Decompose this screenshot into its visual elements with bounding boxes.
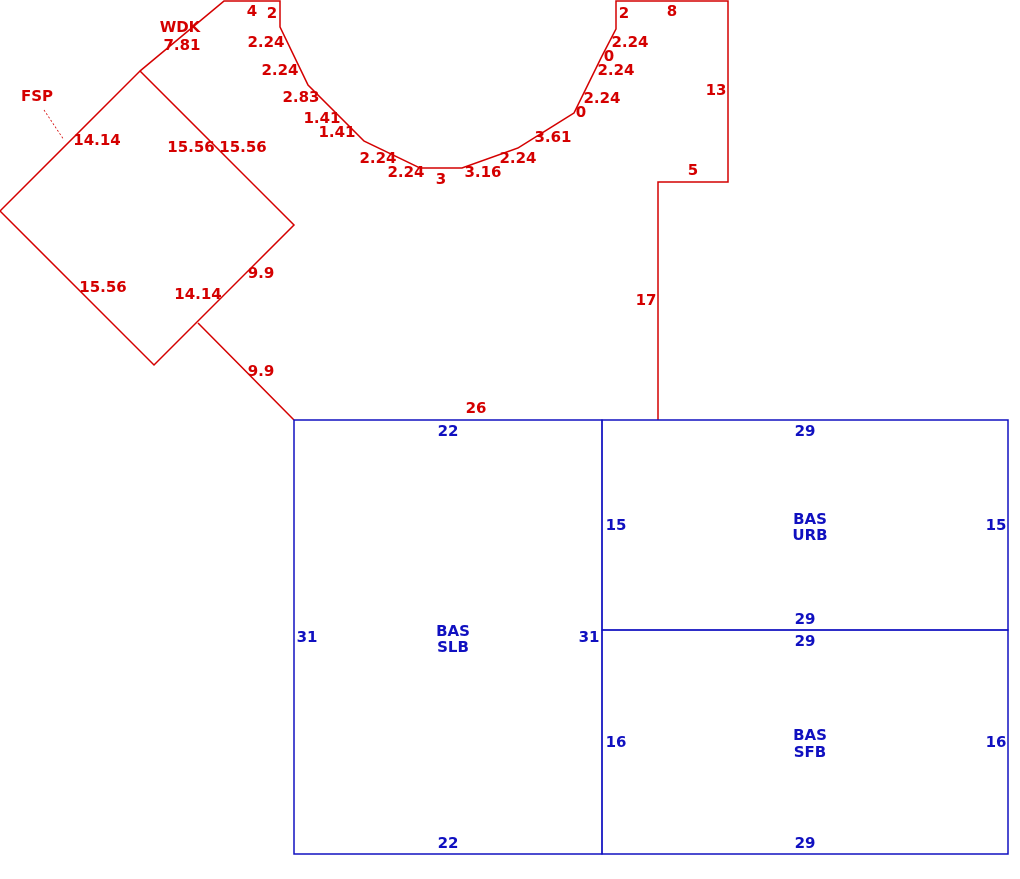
- fsp-outline: [0, 69, 296, 367]
- addition-dimension-labels: 4 2 2 8 13 5 17 26 2.24 2.24 2.83 1.41 1…: [73, 2, 726, 417]
- dim-label: 29: [795, 834, 816, 852]
- dim-label: 13: [706, 81, 727, 99]
- bas-sfb-label-line2: SFB: [794, 743, 826, 761]
- dim-label: 2.83: [282, 88, 319, 106]
- dim-label: 1.41: [318, 123, 355, 141]
- dim-label: 29: [795, 422, 816, 440]
- dim-label: 14.14: [174, 285, 221, 303]
- dim-label: 16: [986, 733, 1007, 751]
- dim-label: 2.24: [583, 89, 620, 107]
- addition-outlines: [0, 0, 729, 421]
- dim-label: 15.56: [167, 138, 214, 156]
- main-dimension-labels: 22 22 31 31 29 29 15 15 29 29 16 16: [297, 422, 1007, 852]
- dim-label: 0: [576, 103, 586, 121]
- bas-urb-label-line2: URB: [792, 526, 827, 544]
- dim-label: 1.41: [303, 109, 340, 127]
- bas-slb-label-line1: BAS: [436, 622, 470, 640]
- dim-label: 2.24: [247, 33, 284, 51]
- main-structure-outlines: [293, 419, 1009, 855]
- dim-label: 8: [667, 2, 677, 20]
- dim-label: 2.24: [387, 163, 424, 181]
- dim-label: 14.14: [73, 131, 120, 149]
- dim-label: 15.56: [219, 138, 266, 156]
- dim-label: 2.24: [499, 149, 536, 167]
- dim-label: 16: [606, 733, 627, 751]
- bas-sfb-outline: [601, 629, 1009, 855]
- area-labels: WDK 7.81 FSP BAS SLB BAS URB BAS SFB: [21, 18, 828, 761]
- dim-label: 29: [795, 632, 816, 650]
- dim-label: 2.24: [359, 149, 396, 167]
- dim-label: 31: [297, 628, 318, 646]
- fsp-leader-line: [43, 109, 65, 141]
- dim-label: 2.24: [261, 61, 298, 79]
- dim-label: 3.61: [534, 128, 571, 146]
- dim-label: 3.16: [464, 163, 501, 181]
- dim-label: 4: [247, 2, 257, 20]
- dim-label: 0: [604, 47, 614, 65]
- dim-label: 2: [619, 4, 629, 22]
- dim-label: 2.24: [597, 61, 634, 79]
- dim-label: 9.9: [248, 264, 275, 282]
- fsp-code-label: FSP: [21, 87, 53, 105]
- dim-label: 15: [986, 516, 1007, 534]
- dim-label: 5: [688, 161, 698, 179]
- dim-label: 29: [795, 610, 816, 628]
- dim-label: 2: [267, 4, 277, 22]
- wdk-area-value: 7.81: [163, 36, 200, 54]
- dim-label: 15.56: [79, 278, 126, 296]
- dim-label: 3: [436, 170, 446, 188]
- dim-label: 2.24: [611, 33, 648, 51]
- wdk-outline: [139, 0, 729, 421]
- bas-sfb-label-line1: BAS: [793, 726, 827, 744]
- bas-urb-label-line1: BAS: [793, 510, 827, 528]
- bas-slb-label-line2: SLB: [437, 638, 469, 656]
- dim-label: 9.9: [248, 362, 275, 380]
- wdk-code-label: WDK: [160, 18, 202, 36]
- dim-label: 22: [438, 834, 459, 852]
- dim-label: 31: [579, 628, 600, 646]
- dim-label: 17: [636, 291, 657, 309]
- dim-label: 26: [466, 399, 487, 417]
- dim-label: 15: [606, 516, 627, 534]
- dim-label: 22: [438, 422, 459, 440]
